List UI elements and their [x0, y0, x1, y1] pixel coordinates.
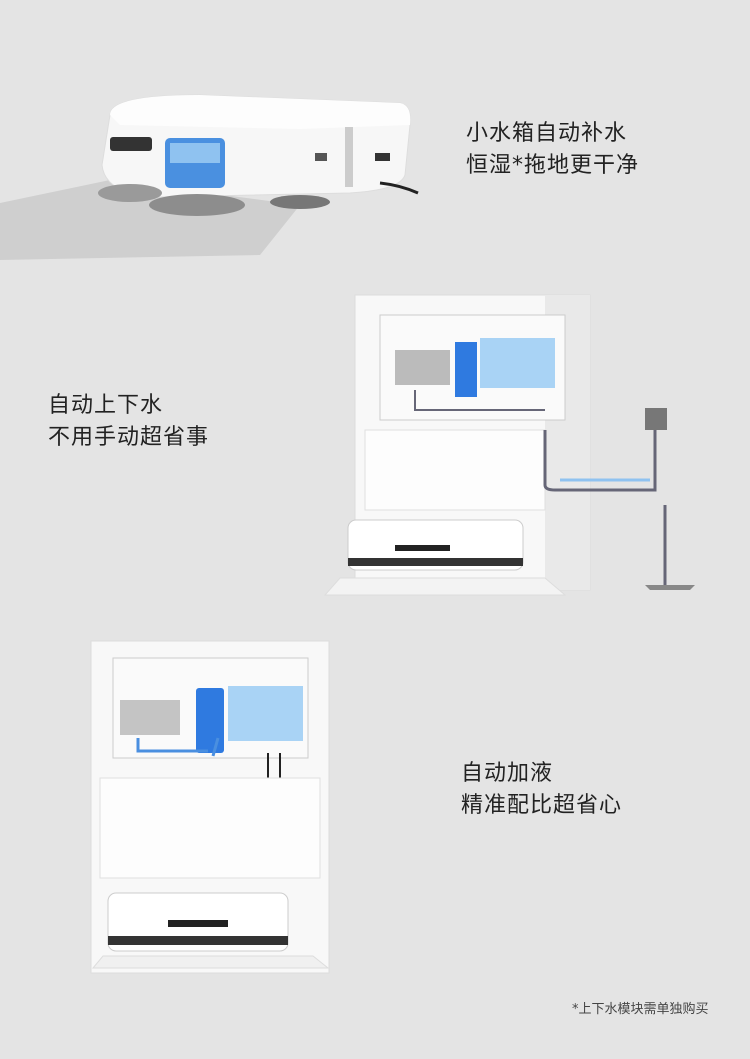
feature-3-caption: 自动加液 精准配比超省心: [461, 758, 622, 822]
feature-2-title: 自动上下水: [48, 393, 164, 418]
feature-1-subtitle: 恒湿*拖地更干净: [466, 153, 640, 178]
feature-2-subtitle: 不用手动超省事: [48, 425, 210, 450]
feature-1-caption: 小水箱自动补水 恒湿*拖地更干净: [466, 118, 639, 182]
footnote: *上下水模块需单独购买: [572, 1002, 709, 1017]
feature-2-caption: 自动上下水 不用手动超省事: [48, 390, 209, 454]
station-detergent-illustration: [88, 638, 338, 978]
feature-3-title: 自动加液: [461, 761, 554, 786]
base-station-plumbing-image: [323, 294, 695, 596]
feature-3-subtitle: 精准配比超省心: [461, 793, 623, 818]
station-water-illustration: [320, 290, 700, 605]
robot-vacuum-image: [0, 94, 419, 260]
robot-illustration: [0, 85, 430, 265]
base-station-detergent-image: [90, 640, 330, 974]
feature-1-title: 小水箱自动补水: [466, 121, 628, 146]
